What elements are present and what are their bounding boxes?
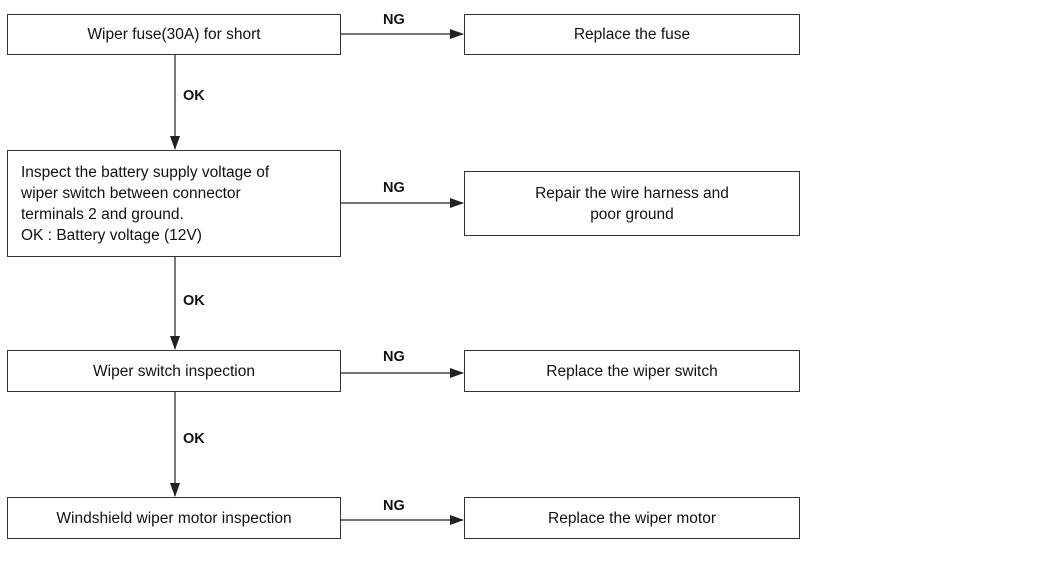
action-text-line: Replace the wiper motor bbox=[548, 509, 716, 527]
check-text-line: Inspect the battery supply voltage of bbox=[21, 163, 270, 181]
check-text-line: terminals 2 and ground. bbox=[21, 205, 184, 223]
ok-label: OK bbox=[183, 293, 205, 309]
ok-label: OK bbox=[183, 88, 205, 104]
action-text-line: Repair the wire harness and bbox=[535, 184, 729, 202]
check-text-line: wiper switch between connector bbox=[21, 184, 241, 202]
ng-label: NG bbox=[383, 498, 405, 514]
action-box-replace-wiper-switch: Replace the wiper switch bbox=[464, 350, 800, 392]
check-box-wiper-motor-inspection: Windshield wiper motor inspection bbox=[7, 497, 341, 539]
check-text-line: Wiper switch inspection bbox=[93, 362, 255, 380]
check-text-line: Windshield wiper motor inspection bbox=[56, 509, 292, 527]
action-box-replace-wiper-motor: Replace the wiper motor bbox=[464, 497, 800, 539]
check-text-line: Wiper fuse(30A) for short bbox=[87, 26, 261, 43]
check-box-wiper-switch-inspection: Wiper switch inspection bbox=[7, 350, 341, 392]
check-box-battery-supply-voltage: Inspect the battery supply voltage of wi… bbox=[7, 150, 341, 257]
ng-label: NG bbox=[383, 180, 405, 196]
check-text-line: OK : Battery voltage (12V) bbox=[21, 226, 202, 244]
action-box-replace-fuse: Replace the fuse bbox=[464, 14, 800, 55]
ng-label: NG bbox=[383, 349, 405, 365]
action-text-line: Replace the fuse bbox=[573, 26, 691, 43]
ok-label: OK bbox=[183, 431, 205, 447]
ng-label: NG bbox=[383, 12, 405, 28]
action-text-line: poor ground bbox=[590, 205, 674, 223]
action-box-repair-wire-harness: Repair the wire harness and poor ground bbox=[464, 171, 800, 236]
check-box-wiper-fuse: Wiper fuse(30A) for short bbox=[7, 14, 341, 55]
action-text-line: Replace the wiper switch bbox=[546, 362, 718, 380]
